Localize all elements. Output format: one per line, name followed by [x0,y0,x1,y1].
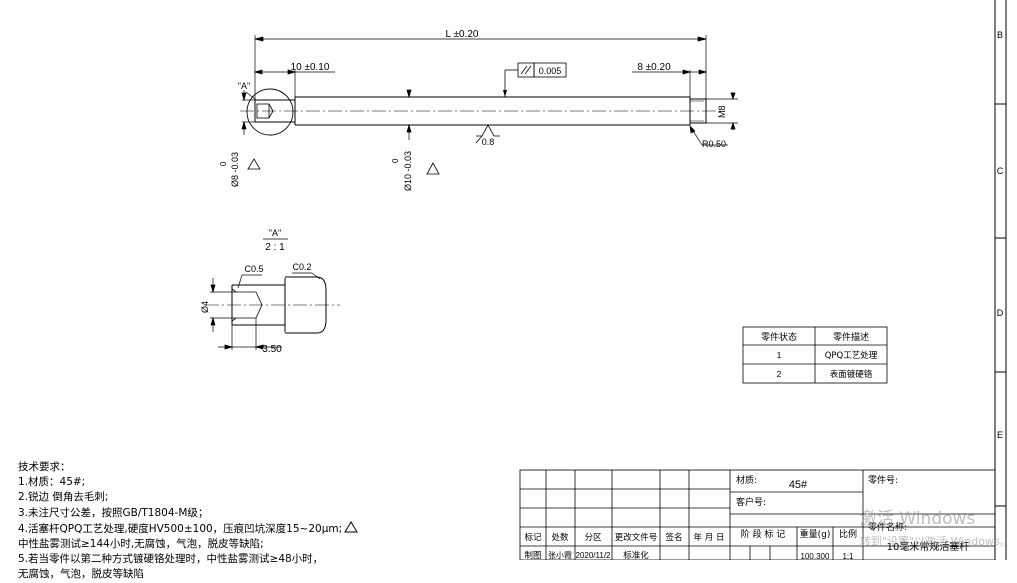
drawing-canvas: B C D E L ±0.20 [200,0,1011,560]
parts-table-header-desc: 零件描述 [833,331,869,343]
detail-ref-label: "A" [238,81,250,91]
straightness-tolerance-frame [504,62,567,97]
straightness-leader-arrow [503,90,507,97]
critical-mark-left [247,158,261,170]
dim-overall-length [254,35,707,100]
zone-e: E [997,430,1003,440]
title-material-value: 45# [789,479,808,491]
notes-line-2: 2.锐边 倒角去毛刺; [18,491,109,504]
title-part-no-label: 零件号: [868,474,898,486]
notes-line-1: 1.材质：45#; [18,476,86,489]
title-col-zone: 分区 [584,533,602,543]
dim-left-diameter-tol: 0 [219,161,228,166]
detail-dims [210,272,321,350]
title-standardization-label: 标准化 [623,550,649,560]
zone-d: D [997,308,1004,318]
dim-left-diameter [241,90,255,135]
dim-overall-length-text: L ±0.20 [446,29,479,40]
title-col-date: 年 月 日 [694,532,725,543]
title-weight-label: 重量(g) [800,528,831,540]
surface-roughness-value: 0.8 [482,137,495,147]
title-stage-label: 阶 段 标 记 [741,528,786,540]
dim-right-step [632,69,708,97]
title-material-label: 材质: [736,474,757,486]
title-col-count: 处数 [551,532,569,543]
notes-line-4: 4.活塞杆QPQ工艺处理,硬度HV500±100，压痕凹坑深度15~20μm; [18,520,359,537]
surface-roughness-symbol [475,124,500,144]
notes-line-3: 3.未注尺寸公差，按照GB/T1804-M级； [18,506,209,519]
dim-body-diameter [406,89,412,140]
notes-line-4-text: 4.活塞杆QPQ工艺处理,硬度HV500±100，压痕凹坑深度15~20μm; [18,522,343,535]
critical-mark-note [344,520,359,533]
zone-b: B [997,30,1003,40]
dim-left-diameter-text: Ø8 -0.03 [230,152,240,187]
detail-scale: 2 : 1 [265,242,285,253]
title-scale-label: 比例 [839,528,857,540]
straightness-value: 0.005 [539,66,562,76]
technical-notes: 技术要求： 1.材质：45#; 2.锐边 倒角去毛刺; 3.未注尺寸公差，按照G… [18,460,359,583]
dim-left-step-text: 10 ±0.10 [291,62,330,73]
parts-table-grid [742,326,888,384]
parts-table-header-status: 零件状态 [761,331,797,343]
title-col-sign: 签名 [665,532,682,543]
watermark-line1: 激活 Windows [860,509,975,529]
detail-chamfer2: C0.2 [292,262,311,272]
parts-table-row1-status: 1 [777,350,782,360]
dim-thread-text: M8 [717,105,727,118]
title-part-name-value: 10毫米常规活塞杆 [887,540,970,553]
dim-right-step-text: 8 ±0.20 [637,62,671,73]
notes-line-7: 无腐蚀，气泡，脱皮等缺陷 [18,568,144,581]
parts-table-row1-desc: QPQ工艺处理 [825,350,878,361]
dim-body-diameter-text: Ø10 -0.03 [403,151,413,191]
dim-radius [689,125,728,146]
title-block-grid [519,469,996,560]
parts-table-row2-status: 2 [777,369,782,379]
detail-dia: Ø4 [200,301,210,313]
drawing-frame [994,0,1007,560]
critical-mark-body [426,162,440,175]
title-weight-value: 100.300 [801,552,830,560]
zone-c: C [997,166,1004,176]
parts-table-row2-desc: 表面镀硬铬 [830,369,873,380]
detail-a-view [205,276,340,334]
dim-radius-text: R0.50 [702,139,726,149]
title-customer-label: 客户号: [736,496,766,508]
dim-left-step [253,69,335,97]
detail-chamfer1: C0.5 [244,264,263,274]
dim-thread [706,92,738,130]
dim-body-diameter-tol: 0 [391,158,400,163]
title-scale-value: 1:1 [842,552,854,560]
detail-ref-leader [245,91,257,101]
title-col-change-doc: 更改文件号 [615,532,658,543]
title-drawn-label: 制图 [524,550,541,560]
detail-label: "A" [269,228,281,238]
rod-main-view [240,88,725,136]
title-col-mark: 标记 [524,532,542,543]
title-drawn-date: 2020/11/2 [576,551,612,560]
notes-line-5: 中性盐雾测试≥144小时,无腐蚀，气泡，脱皮等缺陷; [18,538,264,551]
title-drawn-name: 张小霞 [548,551,572,560]
watermark-line2: 转到"设置"以激活 Windows。 [860,534,1011,548]
notes-title: 技术要求： [18,461,71,473]
detail-depth: 3.50 [262,344,282,355]
title-part-name-label: 零件名称: [868,521,907,533]
